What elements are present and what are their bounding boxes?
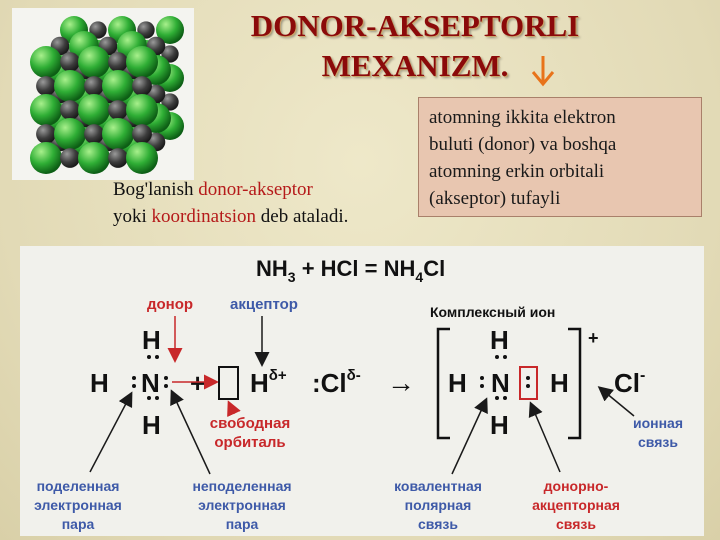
ammonia-electron-dots [132,355,168,400]
label-shared-pair-3: пара [62,516,95,532]
lattice-sphere-green [78,94,110,126]
hydrogen-ion: Hδ+ [250,367,287,398]
crystal-lattice-image [12,8,194,180]
lattice-sphere-gray [36,124,56,144]
lattice-sphere-gray [108,100,128,120]
lattice-sphere-green [126,142,158,174]
lattice-sphere-green [102,70,134,102]
label-complex-ion: Комплексный ион [430,304,555,320]
caption-term-donor-acceptor: donor-akseptor [198,179,313,200]
title-line-2: MEXANIZM. [321,48,509,83]
lattice-sphere-green [126,94,158,126]
complex-n: N [491,368,510,398]
label-shared-pair-1: поделенная [37,478,120,494]
label-lone-pair-3: пара [226,516,259,532]
down-arrow-icon [531,56,555,87]
complex-h-left: H [448,368,467,398]
label-covalent-1: ковалентная [394,478,482,494]
ammonia-h-bottom: H [142,410,161,440]
reaction-scheme-svg: NH3 + HCl = NH4Cl донор акцептор Комплек… [34,256,683,532]
ammonia-n: N [141,368,160,398]
complex-charge: + [588,328,599,348]
label-lone-pair-1: неподеленная [192,478,291,494]
lattice-sphere-gray [137,21,155,39]
lattice-sphere-gray [84,76,104,96]
info-box: atomning ikkita elektron buluti (donor) … [418,97,702,217]
label-covalent-3: связь [418,516,458,532]
lattice-sphere-green [102,118,134,150]
shared-pair-arrow [89,391,133,473]
complex-h-top: H [490,325,509,355]
free-orbital-box [218,366,239,400]
bracket-left [436,327,450,440]
lattice-sphere-green [54,118,86,150]
info-line-3: atomning erkin orbitali [429,161,605,182]
lattice-sphere-gray [108,148,128,168]
reaction-equation: NH3 + HCl = NH4Cl [256,256,445,285]
lattice-sphere-gray [89,21,107,39]
lattice-sphere-green [126,46,158,78]
reaction-arrow: → [387,367,415,398]
label-covalent-2: полярная [405,497,472,513]
label-acceptor: акцептор [230,296,298,313]
label-lone-pair-2: электронная [198,497,286,513]
covalent-arrow [451,397,488,475]
label-donor-acceptor-3: связь [556,516,596,532]
plus-sign: + [190,368,205,398]
info-line-4: (akseptor) tufayli [429,188,561,209]
complex-h-right: H [550,368,569,398]
chloride-partial: :Clδ- [312,367,361,398]
lattice-sphere-gray [84,124,104,144]
label-free-orbital-2: орбиталь [214,434,285,451]
reaction-scheme: NH3 + HCl = NH4Cl донор акцептор Комплек… [20,246,704,536]
caption-text-1: Bog'lanish [113,179,199,200]
lattice-sphere-gray [60,148,80,168]
bond-caption: Bog'lanish donor-akseptor yoki koordinat… [113,176,413,230]
label-ionic-1: ионная [633,415,683,431]
lattice-sphere-green [30,142,62,174]
lattice-sphere-gray [161,93,179,111]
ionic-arrow [597,386,635,417]
complex-electron-dots [480,355,530,400]
lattice-sphere-green [30,94,62,126]
lattice-sphere-green [78,46,110,78]
lattice-sphere-gray [132,124,152,144]
info-line-2: buluti (donor) va boshqa [429,134,617,155]
lattice-sphere-gray [161,45,179,63]
complex-h-bottom: H [490,410,509,440]
slide-title: DONOR-AKSEPTORLI MEXANIZM. [200,6,630,86]
lattice-sphere-gray [60,52,80,72]
label-donor: донор [147,296,193,313]
label-ionic-2: связь [638,434,678,450]
free-orbital-arrow [227,400,241,418]
caption-term-coordination: koordinatsion [151,206,257,227]
label-free-orbital-1: свободная [210,415,290,432]
label-donor-acceptor-1: донорно- [544,478,609,494]
lone-pair-arrow [170,389,211,475]
lattice-sphere-gray [36,76,56,96]
ammonia-h-top: H [142,325,161,355]
lattice-sphere-green [156,16,184,44]
caption-text-2: yoki [113,206,152,227]
donor-acceptor-orbital-box [519,366,538,400]
lattice-sphere-green [30,46,62,78]
caption-text-3: deb ataladi. [256,206,349,227]
lattice-sphere-gray [60,100,80,120]
title-line-1: DONOR-AKSEPTORLI [250,8,580,43]
bracket-right [568,327,582,440]
info-line-1: atomning ikkita elektron [429,107,616,128]
label-shared-pair-2: электронная [34,497,122,513]
ammonia-h-left: H [90,368,109,398]
donor-acceptor-arrow [528,401,561,473]
chloride-ion: Cl- [614,367,645,398]
lattice-sphere-gray [132,76,152,96]
lattice-sphere-gray [108,52,128,72]
lattice-sphere-green [78,142,110,174]
lattice-sphere-green [54,70,86,102]
label-donor-acceptor-2: акцепторная [532,497,620,513]
